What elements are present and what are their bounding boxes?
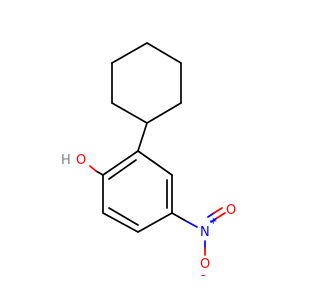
- hydroxyl-h-label: H: [61, 153, 71, 168]
- nitro-o-bottom-label: O: [200, 257, 210, 272]
- cyclohexyl-ring: [111, 42, 182, 124]
- bond-double-inner: [108, 159, 137, 180]
- bond-nitrogen-half: [185, 220, 198, 228]
- bond-oxygen-half: [89, 165, 97, 172]
- nitro-n-label: N: [200, 225, 210, 240]
- bond: [137, 212, 173, 233]
- bond: [111, 102, 148, 124]
- bond: [146, 42, 182, 64]
- nitro-o-charge: -: [201, 268, 205, 282]
- bond-ring-link: [137, 122, 148, 152]
- bond-double-inner: [108, 207, 139, 226]
- nitro-o-top-label: O: [226, 203, 236, 218]
- bond-oxygen-half: [213, 207, 223, 214]
- bond-nitrogen-half: [210, 217, 218, 223]
- bond: [146, 102, 182, 124]
- bond-nitrogen-half: [207, 212, 215, 218]
- hydroxyl-o-label: O: [76, 153, 86, 168]
- nitro-group: N + O O -: [171, 203, 236, 282]
- bond: [111, 42, 148, 64]
- bond: [137, 150, 173, 176]
- bond: [171, 212, 187, 222]
- molecule-drawing: H O N + O O -: [61, 42, 236, 282]
- bond-oxygen-half: [216, 212, 226, 219]
- benzene-ring: [102, 150, 173, 233]
- bond: [95, 170, 104, 176]
- bond: [102, 150, 139, 176]
- structure-canvas: H O N + O O -: [61, 42, 236, 282]
- bond: [102, 212, 139, 233]
- hydroxyl-group: H O: [61, 153, 104, 176]
